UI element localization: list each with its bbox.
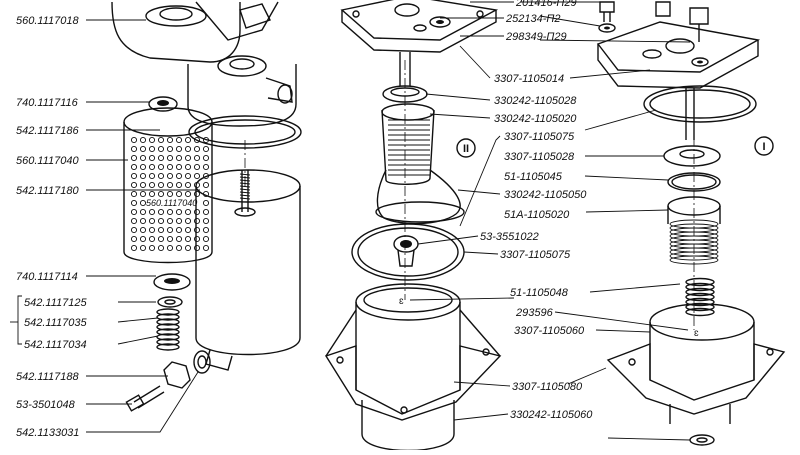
part-label: 740.1117116 — [16, 97, 79, 109]
part-label: 560.1117018 — [16, 15, 79, 27]
part-label: 201416-П29 — [515, 0, 577, 9]
part-label: 252134-П2 — [505, 13, 560, 25]
part-label: 542.1117186 — [16, 125, 79, 137]
part-label: 3307-1105080 — [512, 381, 583, 393]
part-label: 51-1105048 — [510, 287, 569, 299]
part-label: 542.1117180 — [16, 185, 79, 197]
center-filter-assembly: ɛ — [324, 0, 502, 452]
part-label: 542.1117034 — [24, 339, 87, 351]
left-filter-assembly: 560.1117040 — [111, 1, 302, 412]
roman-marker-ii: II — [456, 138, 476, 158]
part-label: 298349-П29 — [505, 31, 567, 43]
part-label: 3307-1105028 — [504, 151, 575, 163]
part-label: 330242-1105060 — [510, 409, 593, 421]
part-label: 53-3501048 — [16, 399, 76, 411]
part-label: 3307-1105060 — [514, 325, 585, 337]
leader-lines — [10, 1, 691, 441]
clip-icon: ɛ — [399, 296, 404, 307]
filter-mesh-pattern — [130, 136, 210, 252]
part-label: 542.1117125 — [24, 297, 87, 309]
center-mesh-pattern — [388, 119, 430, 176]
part-label: 542.1117035 — [24, 317, 87, 329]
axis-lines — [244, 60, 695, 330]
part-label: 53-3551022 — [480, 231, 539, 243]
left-labels: 560.1117018 740.1117116 542.1117186 560.… — [16, 15, 87, 439]
part-label: 3307-1105014 — [494, 73, 564, 85]
filter-print-label: 560.1117040 — [146, 198, 197, 208]
right-filter-assembly: ɛ — [596, 1, 786, 446]
part-label: 330242-1105028 — [494, 95, 577, 107]
part-label: 51А-1105020 — [504, 209, 570, 221]
svg-text:II: II — [463, 143, 469, 155]
part-label: 330242-1105020 — [494, 113, 577, 125]
svg-text:I: I — [762, 141, 765, 153]
part-label: 293596 — [515, 307, 554, 319]
center-labels: 201416-П29 252134-П2 298349-П29 3307-110… — [480, 0, 593, 421]
part-label: 560.1117040 — [16, 155, 79, 167]
large-spring — [685, 277, 715, 317]
roman-marker-i: I — [754, 136, 774, 156]
part-label: 542.1133031 — [16, 427, 79, 439]
part-label: 3307-1105075 — [504, 131, 575, 143]
part-label: 542.1117188 — [16, 371, 79, 383]
part-label: 51-1105045 — [504, 171, 563, 183]
clip-icon-right: ɛ — [694, 328, 699, 339]
part-label: 330242-1105050 — [504, 189, 587, 201]
small-spring — [156, 308, 180, 351]
part-label: 3307-1105075 — [500, 249, 571, 261]
part-label: 740.1117114 — [16, 271, 78, 283]
